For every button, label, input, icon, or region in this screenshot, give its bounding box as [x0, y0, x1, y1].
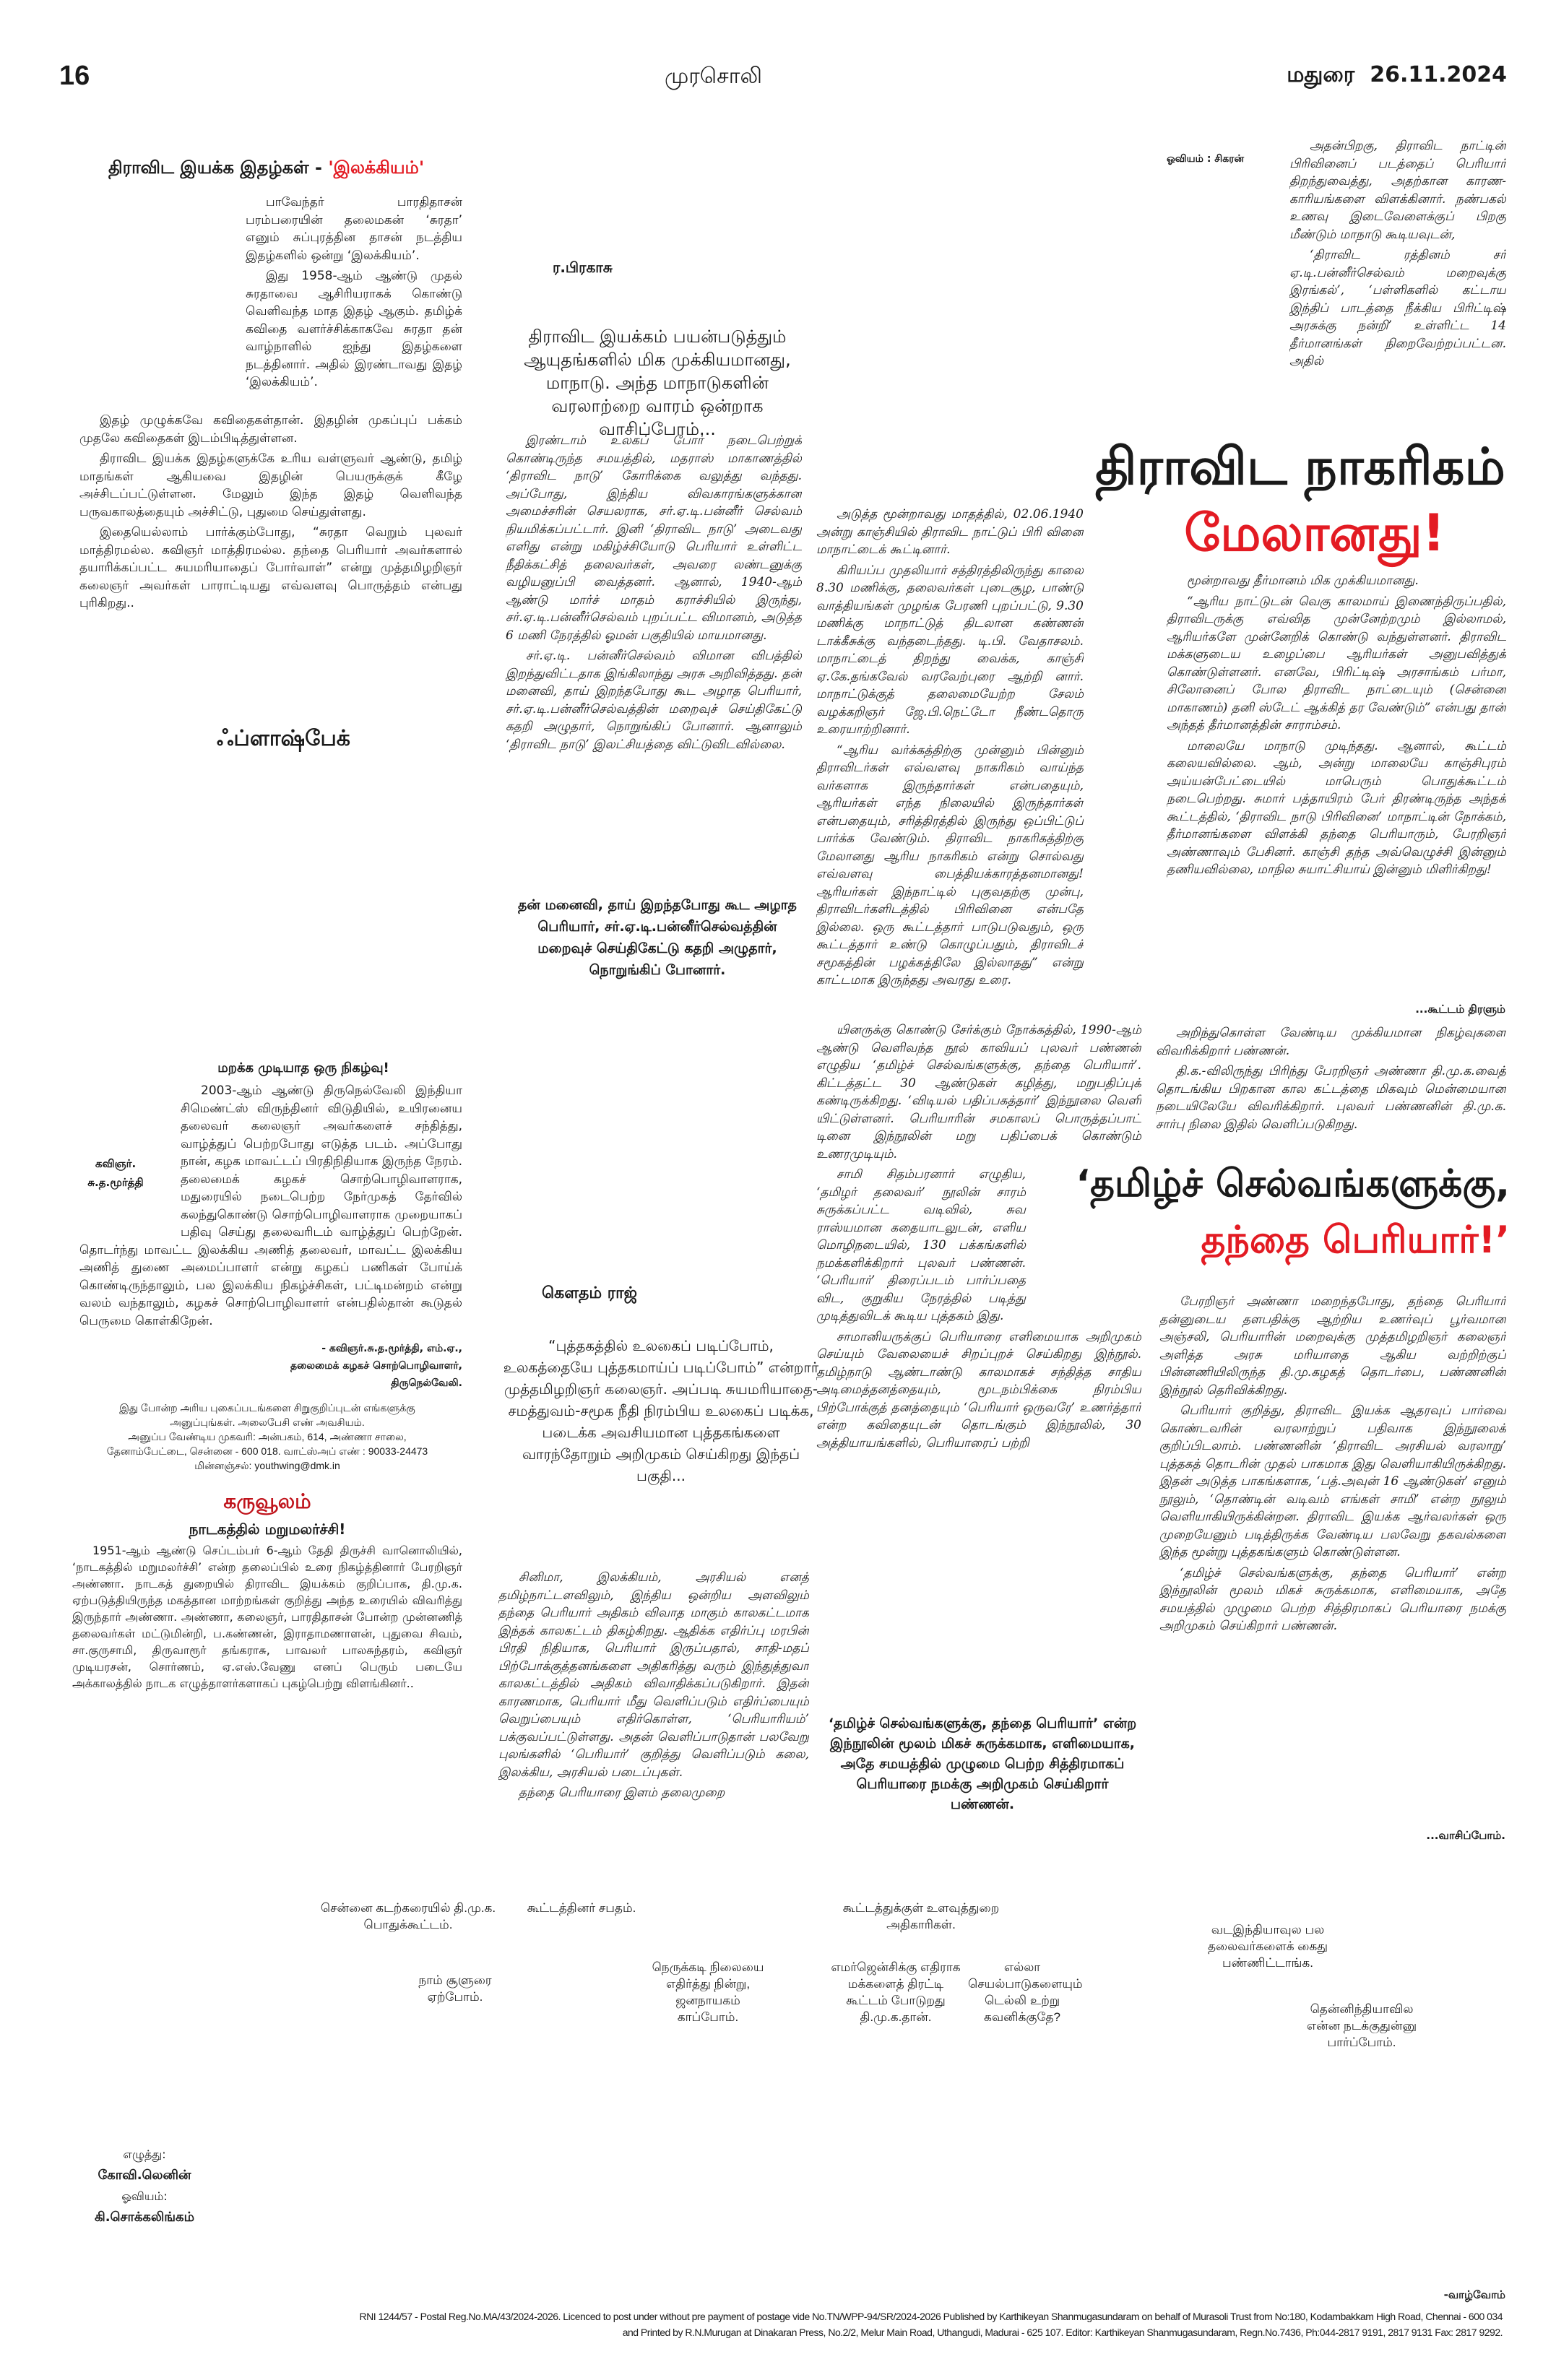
comic-credits: எழுத்து: கோவி.லெனின் ஓவியம்: கி.சொக்கலிங…	[94, 2147, 195, 2225]
pull-quote: தன் மனைவி, தாய் இறந்தபோது கூட அழாத பெரிய…	[518, 897, 797, 978]
karuvoolam-subtitle: நாடகத்தில் மறுமலர்ச்சி!	[189, 1520, 346, 1538]
flashback-contact: இது போன்ற அரிய புகைப்படங்களை சிறுகுறிப்ப…	[72, 1401, 462, 1473]
comic-caption: எமர்ஜென்சிக்கு எதிராக மக்களைத் திரட்டி க…	[831, 1960, 961, 2024]
page-number: 16	[59, 61, 90, 91]
review-column-3: பேரறிஞர் அண்ணா மறைந்தபோது, தந்தை பெரியார…	[1159, 1294, 1506, 1633]
imprint: RNI 1244/57 - Postal Reg.No.MA/43/2024-2…	[359, 2311, 1503, 2338]
sign-off: ...கூட்டம் திரளும்	[1415, 1003, 1505, 1016]
article-column-2: அடுத்த மூன்றாவது மாதத்தில், 02.06.1940 அ…	[816, 507, 1084, 987]
review-pull-quote: ‘தமிழ்ச் செல்வங்களுக்கு, தந்தை பெரியார்’…	[828, 1715, 1137, 1812]
karuvoolam-body: 1951-ஆம் ஆண்டு செப்டம்பர் 6-ஆம் தேதி திர…	[72, 1544, 462, 1690]
art-credit: ஓவியம் : சிகரன்	[1167, 153, 1245, 165]
flashback-signature: - கவிஞர்.சு.த.மூர்த்தி, எம்.ஏ., தலைமைக் …	[290, 1343, 462, 1389]
comic-sign-off: -வாழ்வோம்	[1443, 2288, 1505, 2301]
review-byline: கௌதம் ராஜ்	[542, 1284, 637, 1302]
flashback-body: கவிஞர். சு.த.மூர்த்தி 2003-ஆம் ஆண்டு திர…	[79, 1082, 462, 1328]
city: மதுரை	[1287, 62, 1355, 87]
article-deck: திராவிட இயக்கம் பயன்படுத்தும் ஆயுதங்களில…	[524, 326, 791, 439]
comic-caption: கூட்டத்தினர் சபதம்.	[527, 1901, 636, 1915]
date: 26.11.2024	[1370, 62, 1507, 87]
comic-caption: நெருக்கடி நிலையை எதிர்த்து நின்று, ஜனநாய…	[652, 1960, 764, 2024]
comic-caption: தென்னிந்தியாவில என்ன நடக்குதுன்னு பார்ப்…	[1306, 2002, 1417, 2049]
flashback-subtitle: மறக்க முடியாத ஒரு நிகழ்வு!	[217, 1060, 389, 1076]
comic-caption: வடஇந்தியாவுல பல தலைவர்களைக் கைது பண்ணிட்…	[1207, 1923, 1328, 1970]
photo-caption-name: கவிஞர். சு.த.மூர்த்தி	[87, 1157, 144, 1189]
ilakkiyam-intro: பாவேந்தர் பாரதிதாசன் பரம்பரையின் தலைமகன்…	[246, 195, 462, 389]
article-column-1: இரண்டாம் உலகப் போர் நடைபெற்றுக் கொண்டிரு…	[506, 433, 802, 752]
section-title: திராவிட இயக்க இதழ்கள் - 'இலக்கியம்'	[108, 157, 425, 178]
karuvoolam-title: கருவூலம்	[223, 1489, 311, 1513]
headline: திராவிட நாகரிகம் மேலானது!	[1095, 437, 1505, 563]
review-column-3-top: அறிந்துகொள்ள வேண்டிய முக்கியமான நிகழ்வுக…	[1156, 1026, 1506, 1132]
comic-caption: நாம் சூளுரை ஏற்போம்.	[418, 1973, 492, 2004]
left-lower-column: கவிஞர். சு.த.மூர்த்தி 2003-ஆம் ஆண்டு திர…	[72, 1082, 462, 1891]
review-column-2: யினருக்கு கொண்டு சேர்க்கும் நோக்கத்தில்,…	[816, 1023, 1141, 1450]
paper-name: முரசொலி	[665, 64, 762, 89]
article-column-3: மூன்றாவது தீர்மானம் மிக முக்கியமானது. “ஆ…	[1167, 574, 1506, 877]
review-column-1: சினிமா, இலக்கியம், அரசியல் எனத் தமிழ்நாட…	[498, 1570, 809, 1800]
comic-caption: சென்னை கடற்கரையில் தி.மு.க. பொதுக்கூட்டம…	[320, 1901, 496, 1931]
photo-caption-box: கவிஞர். சு.த.மூர்த்தி	[79, 1082, 181, 1226]
byline: ர.பிரகாசு	[553, 259, 613, 276]
article-column-top-right: அதன்பிறகு, திராவிட நாட்டின் பிரிவினைப் ப…	[1289, 139, 1506, 368]
flashback-title: ஃப்ளாஷ்பேக்	[217, 726, 350, 751]
review-deck: “புத்தகத்தில் உலகைப் படிப்போம், உலகத்தைய…	[503, 1337, 819, 1484]
review-sign-off: ...வாசிப்போம்.	[1426, 1829, 1505, 1842]
review-headline: ‘தமிழ்ச் செல்வங்களுக்கு, தந்தை பெரியார்!…	[1076, 1162, 1510, 1262]
comic-caption: எல்லா செயல்பாடுகளையும் டெல்லி உற்று கவனி…	[968, 1960, 1083, 2024]
email-link[interactable]: மின்னஞ்சல்: youthwing@dmk.in	[194, 1460, 340, 1471]
section-title-highlight: 'இலக்கியம்'	[328, 157, 425, 178]
dateline: மதுரை 26.11.2024	[1287, 62, 1507, 90]
comic-caption: கூட்டத்துக்குள் உளவுத்துறை அதிகாரிகள்.	[842, 1901, 1000, 1931]
ilakkiyam-body: இதழ் முழுக்கவே கவிதைகள்தான். இதழின் முகப…	[79, 413, 462, 610]
